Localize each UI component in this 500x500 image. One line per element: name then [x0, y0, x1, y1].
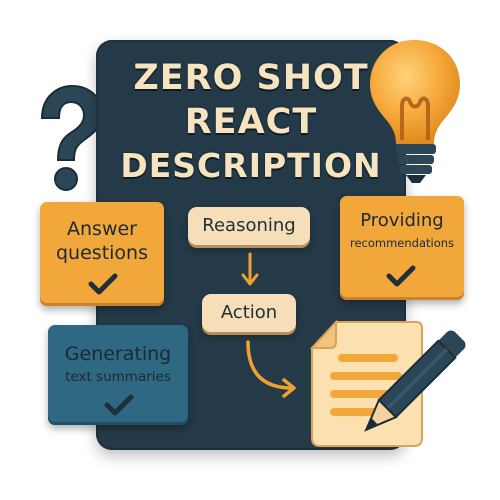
question-mark-icon [40, 84, 104, 191]
card-answer-line-2: questions [56, 242, 148, 264]
title-line-1: ZERO SHOT [133, 58, 369, 98]
checkmark-icon [386, 265, 416, 287]
checkmark-icon [104, 394, 134, 416]
card-generate-line-1: Generating [64, 343, 172, 365]
action-step: Action [202, 294, 296, 332]
reasoning-step: Reasoning [188, 207, 310, 245]
card-provide-line-1: Providing [360, 210, 444, 231]
curved-arrow-icon [246, 340, 296, 398]
card-generating-summaries: Generating text summaries [48, 325, 188, 425]
arrow-down-icon [241, 252, 259, 286]
card-providing-recommendations: Providing recommendations [340, 196, 464, 300]
card-provide-line-2: recommendations [349, 236, 455, 250]
card-answer-line-1: Answer [67, 218, 137, 240]
title-line-2: REACT [184, 102, 318, 142]
page-title: ZERO SHOT REACT DESCRIPTION [96, 56, 406, 188]
card-answer-questions: Answer questions [40, 202, 164, 306]
lightbulb-icon [370, 40, 460, 183]
checkmark-icon [88, 273, 118, 295]
pencil-icon [364, 330, 466, 432]
title-line-3: DESCRIPTION [120, 146, 382, 185]
card-generate-line-2: text summaries [65, 369, 171, 385]
